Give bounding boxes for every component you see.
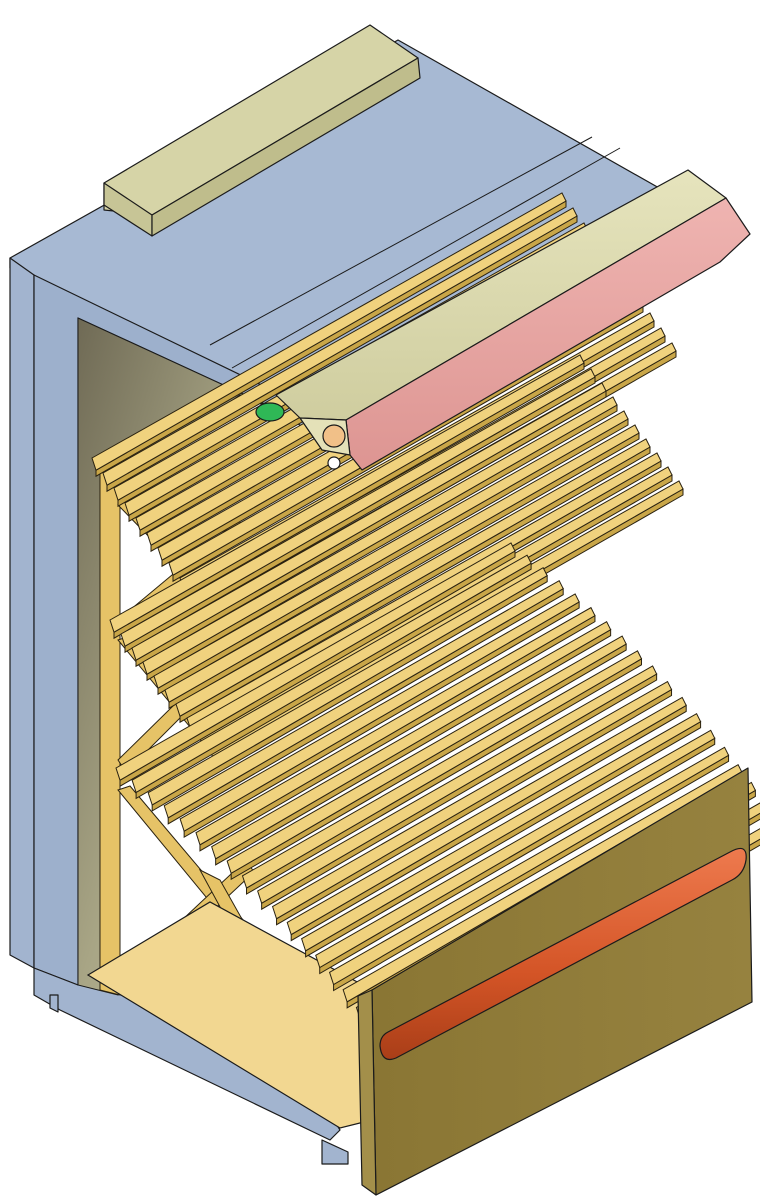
rack-slat xyxy=(315,729,716,969)
rack-slat xyxy=(241,650,643,889)
rack-slat xyxy=(115,542,516,781)
rack-slat xyxy=(163,579,564,819)
rack-slat xyxy=(226,635,627,875)
shutter-roller xyxy=(322,424,346,448)
rack-slat xyxy=(102,207,578,486)
rack-slat xyxy=(211,620,612,860)
cabinet-foot-right xyxy=(321,1139,349,1165)
cabinet-body xyxy=(9,39,743,1165)
top-rail xyxy=(103,24,421,237)
front-handle xyxy=(379,847,747,1061)
shutter-assembly xyxy=(255,169,751,471)
cabinet-left-side xyxy=(9,257,35,969)
rack-slat xyxy=(175,438,651,717)
rack-slat xyxy=(142,396,618,675)
rack-slat xyxy=(147,567,548,806)
rack-slat xyxy=(195,606,596,846)
rack-slat xyxy=(109,354,585,633)
rack-slat xyxy=(131,382,607,661)
rack-slat xyxy=(257,665,658,904)
cabinet-top-seams xyxy=(209,136,621,369)
rack-slat xyxy=(328,746,730,986)
shutter-pin xyxy=(327,456,341,470)
rack-slat xyxy=(164,424,640,703)
rack-slat xyxy=(286,696,687,936)
rack-slat xyxy=(131,554,532,794)
rack-slat xyxy=(179,593,580,832)
cabinet-foot-left xyxy=(49,994,59,1013)
front-panel xyxy=(357,767,753,1196)
rack-slat xyxy=(120,368,596,647)
rack-slat xyxy=(153,410,629,689)
rack-slat xyxy=(271,680,673,920)
middle-rack xyxy=(109,354,684,766)
rack-slat xyxy=(91,192,567,471)
rack-slat xyxy=(300,712,702,952)
shutter-clip xyxy=(255,402,285,422)
